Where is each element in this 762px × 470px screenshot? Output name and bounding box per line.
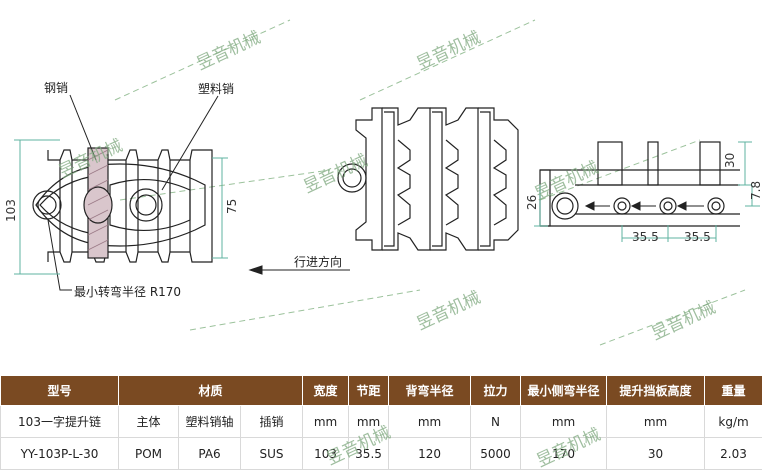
subheader-cell: kg/m [705, 406, 762, 438]
subheader-cell: 主体 [119, 406, 179, 438]
steel-pin-label: 钢销 [44, 81, 68, 95]
table-cell: 103 [303, 438, 349, 470]
table-cell: 120 [389, 438, 471, 470]
subheader-cell: mm [607, 406, 705, 438]
header-cell: 背弯半径 [389, 376, 471, 406]
table-row: YY-103P-L-30 POM PA6 SUS 103 35.5 120 50… [1, 438, 762, 470]
header-cell: 拉力 [471, 376, 521, 406]
table-cell: PA6 [179, 438, 241, 470]
subheader-cell: 103一字提升链 [1, 406, 119, 438]
table-cell: 2.03 [705, 438, 762, 470]
table-cell: 170 [521, 438, 607, 470]
header-cell: 型号 [1, 376, 119, 406]
header-cell: 节距 [349, 376, 389, 406]
header-cell: 最小侧弯半径 [521, 376, 607, 406]
watermark-text: 昱音机械 [649, 298, 719, 345]
technical-drawing: 钢销 塑料销 最小转弯半径 R170 103 75 行进方向 [0, 0, 762, 372]
dim-pitch-left-label: 35.5 [632, 230, 659, 244]
table-cell: SUS [241, 438, 303, 470]
subheader-cell: mm [389, 406, 471, 438]
subheader-cell: 塑料销轴 [179, 406, 241, 438]
subheader-cell: N [471, 406, 521, 438]
direction-label: 行进方向 [294, 254, 342, 269]
leader-lines [48, 95, 218, 290]
subheader-cell: mm [521, 406, 607, 438]
header-cell: 重量 [705, 376, 762, 406]
watermark-text: 昱音机械 [194, 28, 264, 75]
right-view-arrows [586, 202, 704, 210]
dim-pitch-right-label: 35.5 [684, 230, 711, 244]
header-cell: 材质 [119, 376, 303, 406]
table-subheader-row: 103一字提升链 主体 塑料销轴 插销 mm mm mm N mm mm kg/… [1, 406, 762, 438]
spec-table: 型号 材质 宽度 节距 背弯半径 拉力 最小侧弯半径 提升挡板高度 重量 103… [0, 375, 762, 470]
min-radius-label: 最小转弯半径 R170 [74, 284, 181, 299]
subheader-cell: mm [303, 406, 349, 438]
table-cell: 30 [607, 438, 705, 470]
dim-103-label: 103 [4, 199, 18, 222]
header-cell: 宽度 [303, 376, 349, 406]
table-header-row: 型号 材质 宽度 节距 背弯半径 拉力 最小侧弯半径 提升挡板高度 重量 [1, 376, 762, 406]
subheader-cell: mm [349, 406, 389, 438]
dim-30-label: 30 [723, 153, 737, 168]
subheader-cell: 插销 [241, 406, 303, 438]
table-cell: 5000 [471, 438, 521, 470]
top-view [338, 108, 518, 250]
watermark-text: 昱音机械 [414, 288, 484, 335]
table-cell: YY-103P-L-30 [1, 438, 119, 470]
plastic-pin-label: 塑料销 [198, 81, 234, 96]
table-cell: POM [119, 438, 179, 470]
watermark-text: 昱音机械 [414, 28, 484, 75]
dim-7-8-label: 7.8 [749, 181, 762, 200]
header-cell: 提升挡板高度 [607, 376, 705, 406]
dim-75-label: 75 [225, 199, 239, 214]
table-cell: 35.5 [349, 438, 389, 470]
